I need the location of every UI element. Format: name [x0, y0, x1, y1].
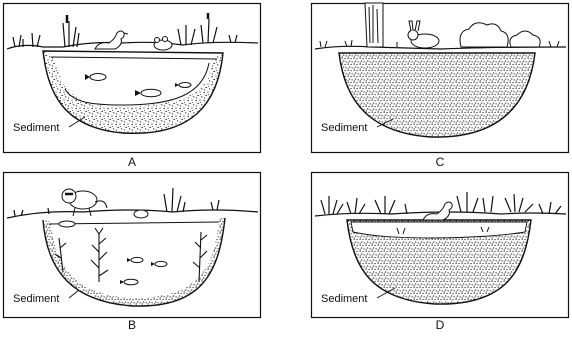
frog-icon [134, 210, 148, 218]
panel-c: Sediment [311, 3, 569, 153]
sediment-label: Sediment [13, 122, 59, 134]
tree-trunk-icon [365, 3, 383, 47]
sediment-label: Sediment [13, 293, 59, 305]
panel-caption-a: A [122, 155, 142, 169]
panel-caption-b: B [122, 318, 142, 332]
sediment-label: Sediment [321, 122, 367, 134]
panel-b: Sediment [3, 172, 261, 318]
panel-a: Sediment [3, 3, 261, 153]
panel-d: Sediment [311, 172, 569, 318]
lily-pad-icon [59, 221, 75, 227]
panel-caption-d: D [430, 318, 450, 332]
panel-caption-c: C [430, 155, 450, 169]
sediment-label: Sediment [321, 293, 367, 305]
